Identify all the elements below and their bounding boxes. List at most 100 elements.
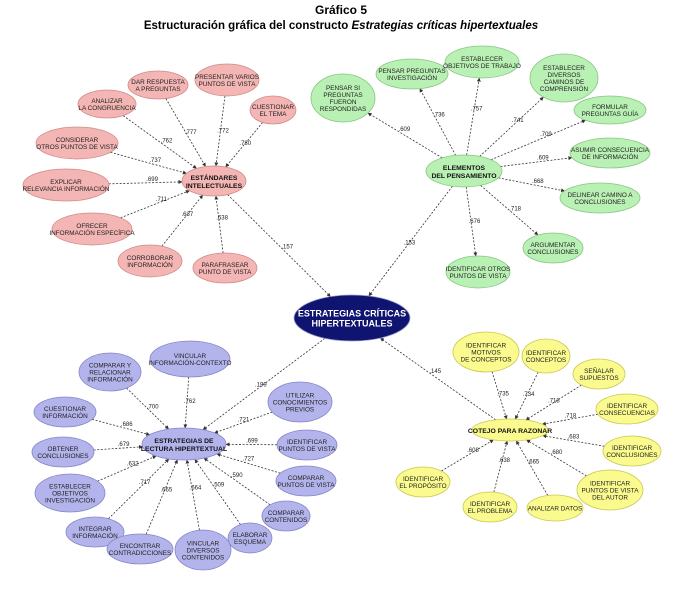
blue-link	[214, 411, 273, 434]
yellow-item-node-label-line: PUNTOS DE VISTA	[582, 487, 640, 494]
blue-item-node-label-line: VINCULAR	[174, 353, 207, 360]
green-link	[367, 112, 443, 159]
blue-link-weight: .700	[147, 405, 159, 411]
blue-link	[97, 455, 157, 482]
red-link-weight: .711	[156, 197, 168, 203]
green-item-node-label-line: COMPRENSIÓN	[540, 84, 589, 93]
red-link	[161, 194, 204, 247]
red-item-node-label-line: INFORMACIÓN ESPECÍFICA	[49, 228, 135, 237]
blue-center-node-label-line: LECTURA HIPERTEXTUAL	[141, 446, 227, 453]
yellow-item-node-label-line: IDENTIFICAR	[526, 350, 567, 357]
blue-item-node-shape	[261, 500, 311, 532]
red-link-weight: .638	[216, 216, 228, 222]
green-link-weight: .609	[537, 156, 549, 162]
yellow-link-weight: .638	[498, 458, 510, 464]
yellow-item-node-label-line: EL PROBLEMA	[468, 508, 514, 515]
yellow-item-node[interactable]: ANALIZAR DATOS	[526, 494, 584, 522]
red-link	[225, 122, 263, 168]
yellow-item-node-label-line: CONCLUSIONES	[606, 452, 657, 459]
red-link-weight: .780	[239, 141, 251, 147]
green-link	[419, 88, 456, 156]
blue-center-node-label-line: ESTRATEGIAS DE	[154, 438, 214, 445]
blue-item-node-label-line: OBJETIVOS	[52, 490, 88, 497]
green-link-weight: .736	[433, 113, 445, 119]
blue-item-node-label-line: COMPARAR Y	[89, 362, 132, 369]
green-link	[465, 186, 478, 257]
green-link-weight: .741	[512, 118, 524, 124]
blue-item-node-shape	[65, 516, 125, 548]
green-item-node-shape	[444, 45, 520, 79]
main-link-blue	[202, 338, 326, 431]
green-item-node-label-line: IDENTIFICAR OTROS	[446, 266, 511, 273]
yellow-item-node-shape	[452, 331, 520, 373]
green-item-node-label-line: PENSAR SI	[326, 85, 360, 92]
yellow-link	[514, 371, 539, 420]
main-link-blue-weight: .199	[255, 383, 267, 389]
yellow-item-node-label-line: CONCEPTOS	[526, 357, 566, 364]
blue-item-node-shape	[106, 533, 174, 565]
yellow-item-node-label-line: ANALIZAR DATOS	[528, 505, 582, 512]
main-link-red	[227, 194, 331, 297]
yellow-link-weight: .718	[564, 414, 576, 420]
yellow-item-node-label-line: IDENTIFICAR	[607, 403, 648, 410]
blue-link	[91, 418, 151, 436]
blue-item-node-shape	[149, 340, 231, 378]
blue-link-weight: .590	[231, 473, 243, 479]
green-item-node-label-line: PREGUNTAS GUÍA	[582, 109, 639, 118]
red-center-node-shape	[181, 165, 247, 197]
red-item-node-label-line: CONSIDERAR	[56, 137, 99, 144]
blue-item-node-label-line: INVESTIGACIÓN	[45, 495, 95, 504]
blue-item-node-label-line: CONCLUSIONES	[37, 453, 88, 460]
blue-item-node-label-line: RELACIONAR	[89, 369, 131, 376]
green-item-node-label-line: ARGUMENTAR	[531, 242, 576, 249]
red-item-node-label-line: PARAFRASEAR	[201, 262, 248, 269]
blue-item-node-shape	[34, 473, 106, 513]
red-item-node-shape	[117, 244, 183, 278]
yellow-center-node[interactable]: COTEJO PARA RAZONAR	[468, 418, 552, 442]
green-item-node-shape	[529, 53, 599, 103]
